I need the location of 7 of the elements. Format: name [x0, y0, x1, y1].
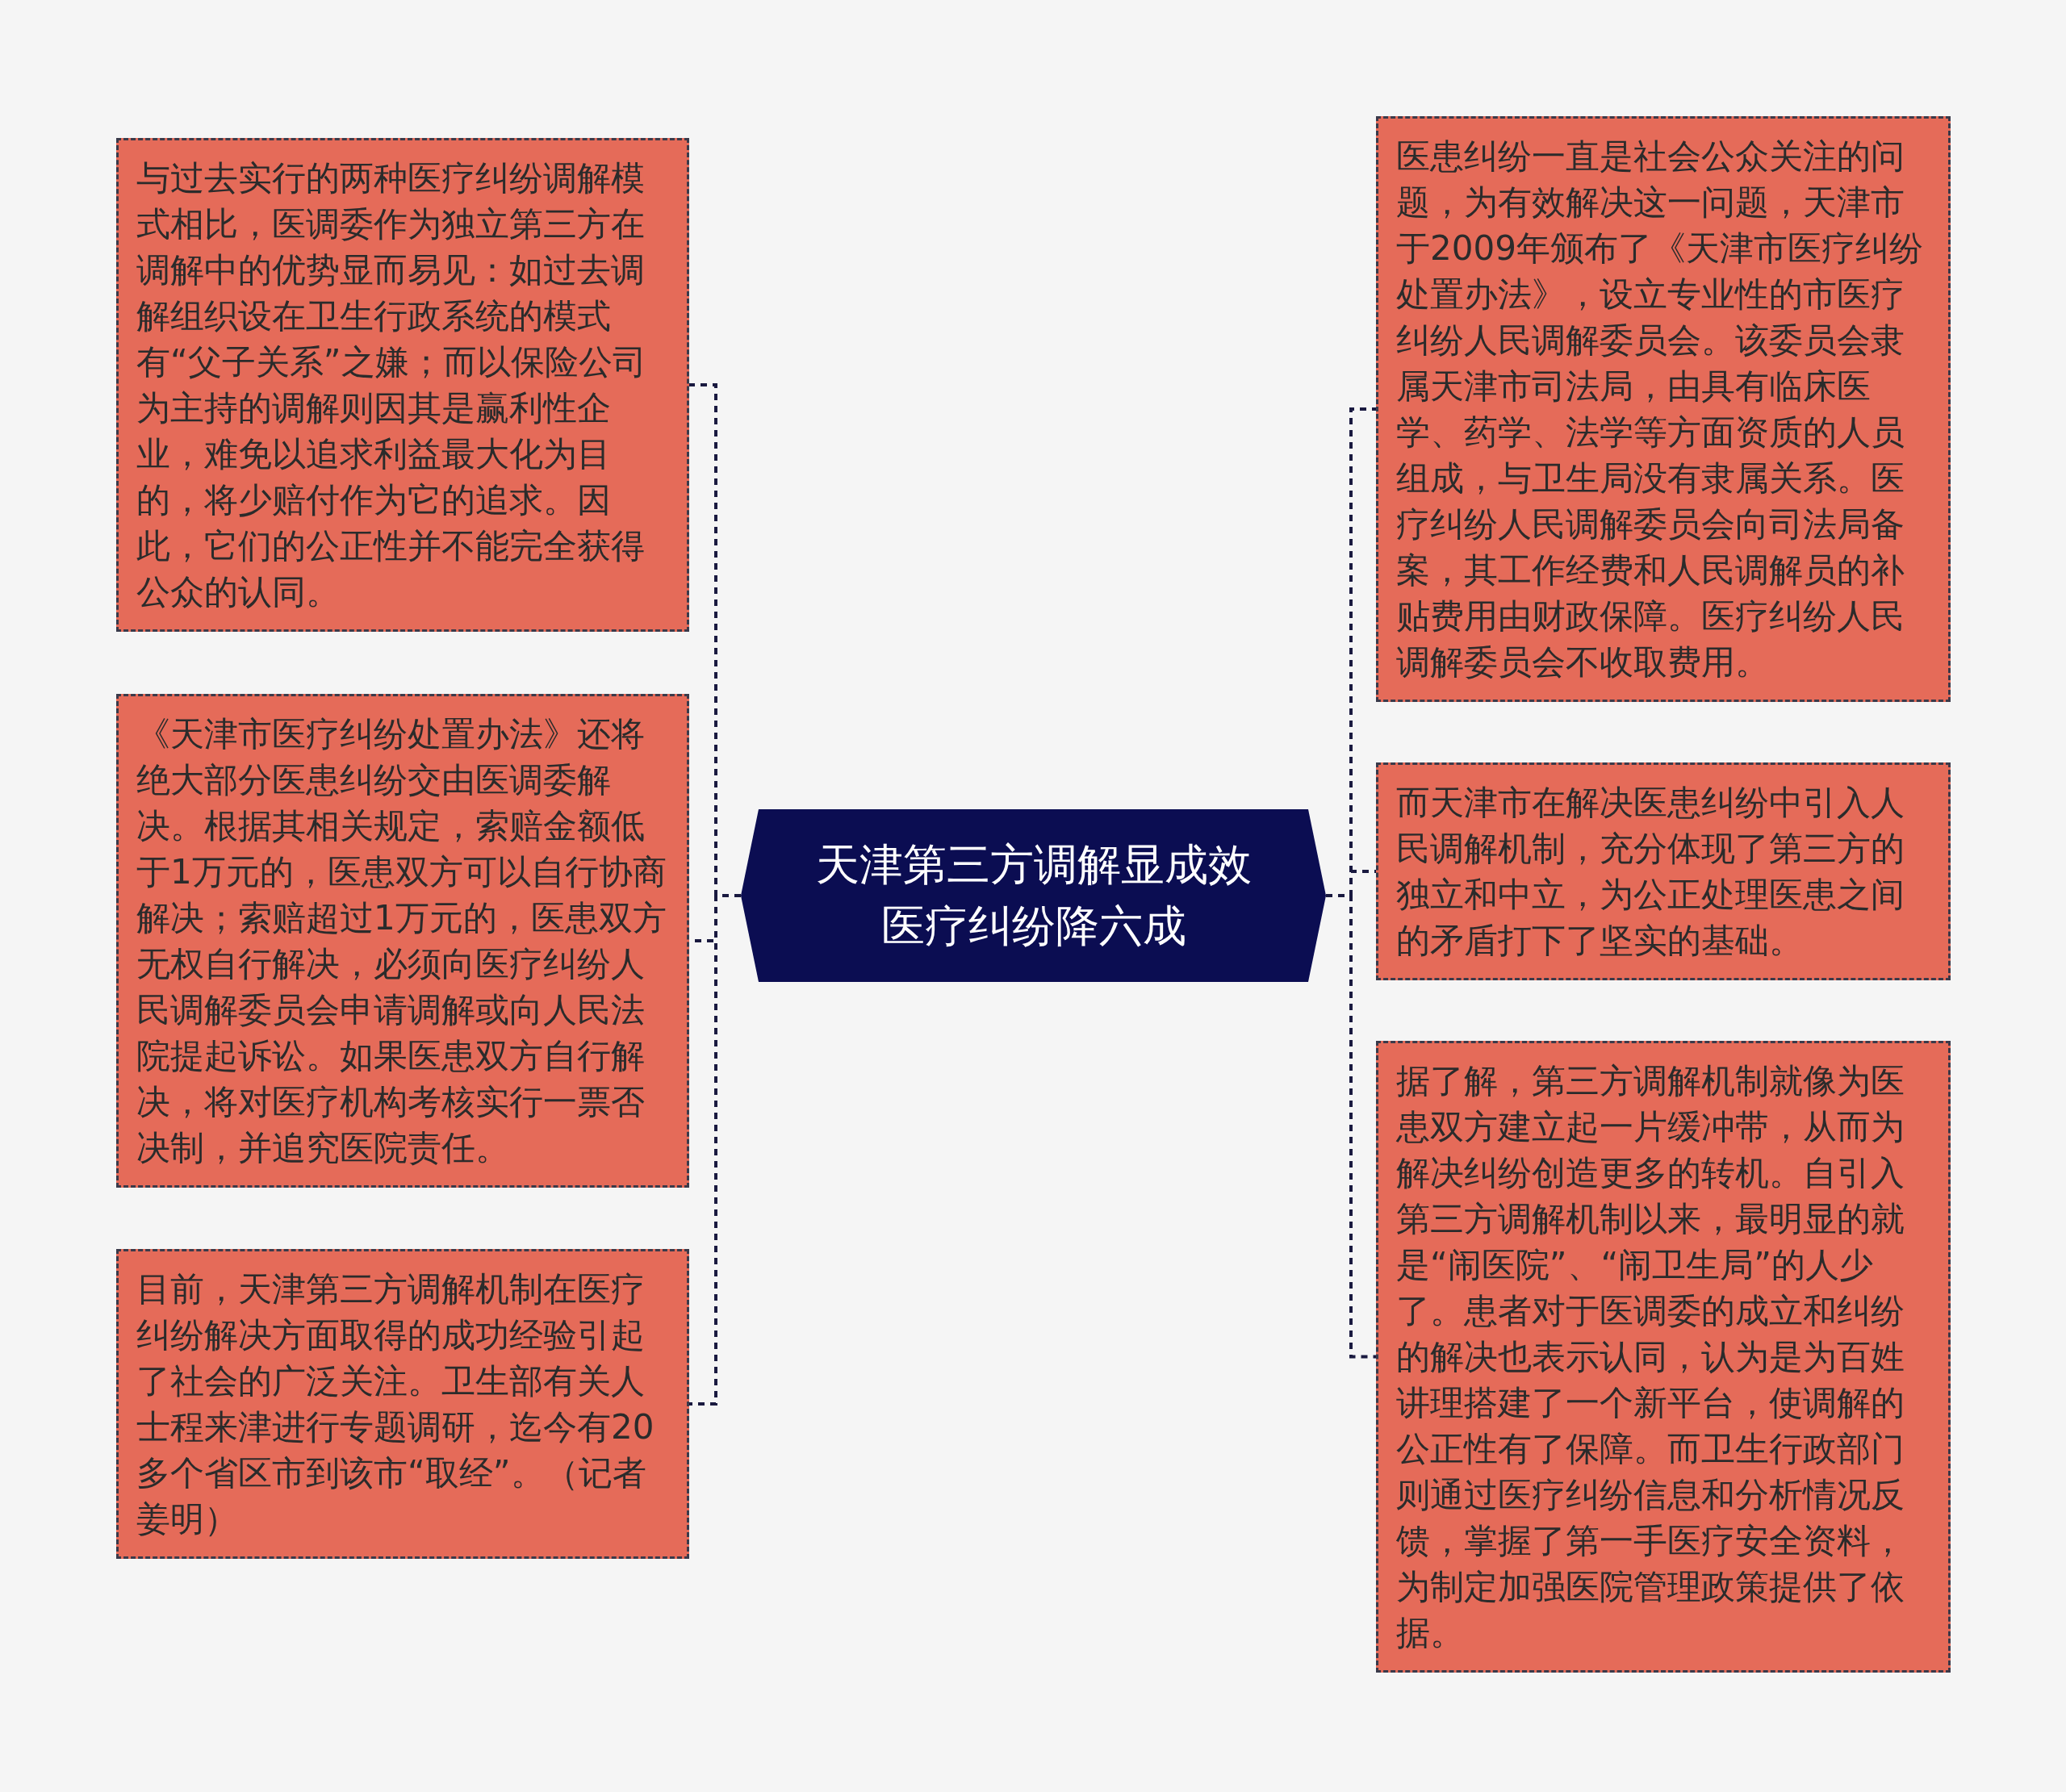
title-hexagon: 天津第三方调解显成效医疗纠纷降六成: [741, 809, 1326, 982]
text-box: 据了解，第三方调解机制就像为医患双方建立起一片缓冲带，从而为解决纠纷创造更多的转机。自引入第三方调解机制以来，最明显的就是“闹医院”、“闹卫生局”的人少了。患者对于医调委的成立和纠纷的解决也表示认同，认为是为百姓讲理搭建了一个新平台，使调解的公正性有了保障。而卫生行政部门则通过医疗纠纷信息和分析情况反馈，掌握了第一手医疗安全资料，为制定加强医院管理政策提供了依据。: [1376, 1041, 1951, 1673]
text-box: 而天津市在解决医患纠纷中引入人民调解机制，充分体现了第三方的独立和中立，为公正处理医患之间的矛盾打下了坚实的基础。: [1376, 762, 1951, 980]
text-box: 医患纠纷一直是社会公众关注的问题，为有效解决这一问题，天津市于2009年颁布了《天津市医疗纠纷处置办法》，设立专业性的市医疗纠纷人民调解委员会。该委员会隶属天津市司法局，由具有临床医学、药学、法学等方面资质的人员组成，与卫生局没有隶属关系。医疗纠纷人民调解委员会向司法局备案，其工作经费和人民调解员的补贴费用由财政保障。医疗纠纷人民调解委员会不收取费用。: [1376, 116, 1951, 702]
text-box: 与过去实行的两种医疗纠纷调解模式相比，医调委作为独立第三方在调解中的优势显而易见：如过去调解组织设在卫生行政系统的模式有“父子关系”之嫌；而以保险公司为主持的调解则因其是赢利性企业，难免以追求利益最大化为目的，将少赔付作为它的追求。因此，它们的公正性并不能完全获得公众的认同。: [116, 138, 689, 632]
text-box: 目前，天津第三方调解机制在医疗纠纷解决方面取得的成功经验引起了社会的广泛关注。卫生部有关人士程来津进行专题调研，迄今有20多个省区市到该市“取经”。（记者姜明）: [116, 1249, 689, 1559]
text-box: 《天津市医疗纠纷处置办法》还将绝大部分医患纠纷交由医调委解决。根据其相关规定，索赔金额低于1万元的，医患双方可以自行协商解决；索赔超过1万元的，医患双方无权自行解决，必须向医疗纠纷人民调解委员会申请调解或向人民法院提起诉讼。如果医患双方自行解决，将对医疗机构考核实行一票否决制，并追究医院责任。: [116, 694, 689, 1188]
